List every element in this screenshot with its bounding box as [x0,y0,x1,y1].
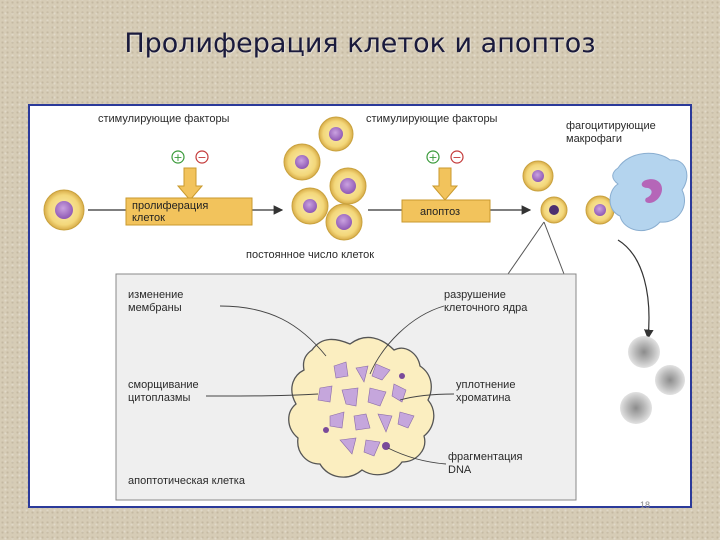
phagocytic-label-line1: фагоцитирующие [566,120,656,132]
leader-line-dna [387,447,447,465]
chromatin-label-line2: хроматина [456,392,511,404]
leader-line-chromatin [399,393,455,401]
svg-text:+: + [428,151,437,164]
slide-title: Пролиферация клеток и апоптоз [124,28,596,59]
inset-pointer-line-1 [507,221,545,275]
membrane-change-label-line2: мембраны [128,302,182,314]
svg-text:+: + [173,151,182,164]
membrane-change-label-line1: изменение [128,289,183,301]
apoptosis-label: апоптоз [420,206,460,218]
cell-group-after-apoptosis [522,160,615,225]
svg-text:−: − [452,151,461,164]
phagocytic-label-line2: макрофаги [566,133,622,145]
plus-minus-icon-2: + − [426,150,464,164]
stimulating-factors-label-2: стимулирующие факторы [366,113,498,125]
initial-cell [43,189,85,231]
chromatin-label-line1: уплотнение [456,379,515,391]
cytoplasm-shrink-label-line2: цитоплазмы [128,392,190,404]
inset-pointer-line-2 [543,221,565,275]
leader-line-nucleus [369,305,445,375]
constant-cell-number-label: постоянное число клеток [246,249,374,261]
leader-line-membrane [219,305,327,357]
cytoplasm-shrink-label-line1: сморщивание [128,379,199,391]
proliferation-label-line1: пролиферация [132,200,208,212]
proliferation-label-line2: клеток [132,212,165,224]
plus-minus-icon-1: + − [171,150,209,164]
apoptotic-cell-illustration [288,336,435,478]
diagram-figure: стимулирующие факторы стимулирующие факт… [28,104,692,508]
dna-fragmentation-label-line2: DNA [448,464,472,476]
arrow-to-remnants [617,239,654,340]
apoptotic-remnant-cells [620,336,685,424]
stimulating-factors-label-1: стимулирующие факторы [98,113,230,125]
proliferation-box [125,197,253,226]
page-number: 18 [640,500,651,510]
diagram-canvas: стимулирующие факторы стимулирующие факт… [43,113,688,501]
dna-fragmentation-label-line1: фрагментация [448,451,523,463]
svg-text:−: − [197,151,206,164]
stimulus-arrow-1 [176,167,204,201]
nucleus-destruction-label-line1: разрушение [444,289,506,301]
proliferated-cell-cluster [283,116,367,241]
apoptotic-cell-label: апоптотическая клетка [128,475,246,487]
apoptosis-box [401,199,491,223]
macrophage-cell [609,152,688,231]
stimulus-arrow-2 [431,167,459,201]
leader-line-cytoplasm [205,393,319,397]
nucleus-destruction-label-line2: клеточного ядра [444,302,528,314]
